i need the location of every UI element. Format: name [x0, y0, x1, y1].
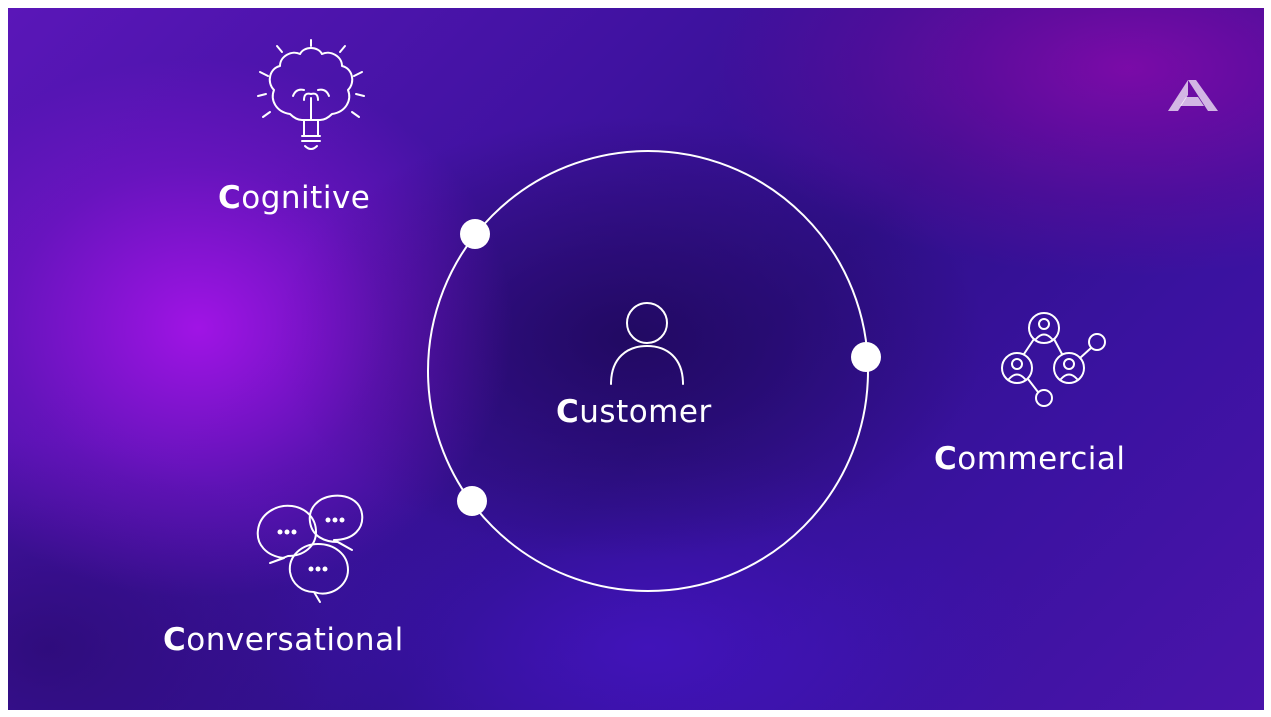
triangle-logo-icon [1168, 80, 1218, 111]
node-customer: Customer [556, 394, 712, 430]
node-conversational: Conversational [163, 622, 404, 658]
connector-dot-cognitive [460, 219, 490, 249]
connector-dot-commercial [851, 342, 881, 372]
slide-background: Cognitive Customer Commercial Conversati… [8, 8, 1264, 710]
node-commercial: Commercial [934, 441, 1126, 477]
node-conversational-rest: onversational [186, 622, 404, 658]
connector-dot-conversational [457, 486, 487, 516]
diagram-canvas [256, 39, 1218, 603]
brain-lightbulb-icon [257, 39, 365, 150]
node-conversational-initial: C [163, 622, 187, 658]
person-icon [610, 302, 684, 385]
node-commercial-initial: C [934, 441, 958, 477]
node-cognitive-initial: C [218, 180, 242, 216]
node-cognitive-rest: ognitive [241, 180, 371, 216]
node-customer-initial: C [556, 394, 580, 430]
chat-bubbles-icon [256, 494, 364, 603]
cycle-circle [427, 150, 869, 592]
node-customer-rest: ustomer [579, 394, 712, 430]
node-commercial-rest: ommercial [957, 441, 1126, 477]
people-network-icon [1001, 312, 1106, 407]
node-cognitive: Cognitive [218, 180, 370, 216]
